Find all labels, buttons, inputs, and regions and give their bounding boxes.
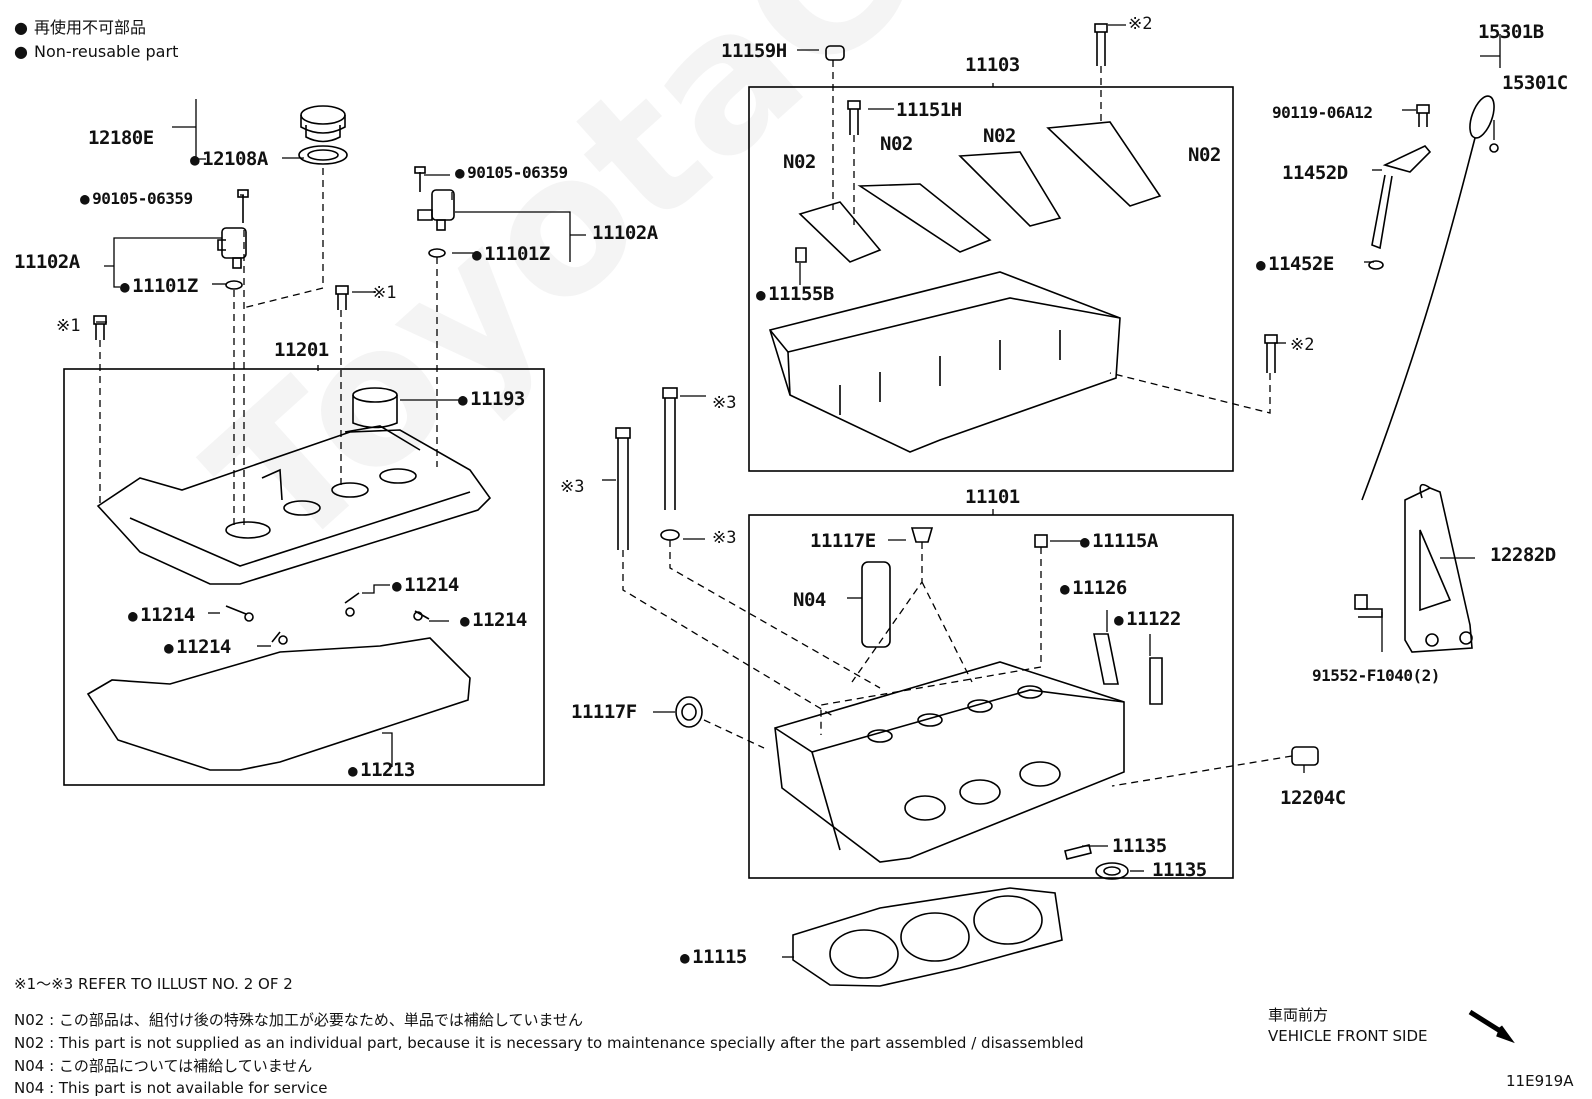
label-N04: N04 — [793, 589, 826, 611]
cylinder-head-cover-drawing — [96, 425, 492, 585]
plug-11159H — [825, 45, 845, 61]
note-n04-jp: N04 : この部品については補給していません — [14, 1057, 313, 1075]
cover-gasket-11213 — [86, 637, 471, 771]
label-11452D: 11452D — [1282, 162, 1348, 184]
oil-dipstick-drawing — [1361, 95, 1499, 501]
box-11101 — [748, 514, 1234, 879]
label-11135-b: 11135 — [1152, 859, 1207, 881]
label-11213: 11213 — [348, 760, 415, 781]
label-11214-b: 11214 — [392, 575, 459, 596]
label-11115A: 11115A — [1080, 531, 1158, 552]
label-15301C: 15301C — [1502, 72, 1568, 94]
label-11201: 11201 — [274, 339, 329, 361]
label-90105-left: 90105-06359 — [80, 189, 193, 209]
label-11159H: 11159H — [721, 40, 787, 62]
ref-1-left: ※1 — [56, 316, 81, 336]
label-11193: 11193 — [458, 389, 525, 410]
label-12282D: 12282D — [1490, 544, 1556, 566]
bracket-12282D — [1404, 483, 1473, 653]
pin-11155B — [795, 247, 807, 263]
ref-3-a: ※3 — [712, 393, 737, 413]
label-N02-b: N02 — [880, 133, 913, 155]
plug-11117E — [910, 527, 934, 543]
leader-lines — [96, 24, 1501, 958]
front-label-jp: 車両前方 — [1268, 1006, 1329, 1024]
label-11135-a: 11135 — [1112, 835, 1167, 857]
cam-position-sensor-right — [414, 166, 455, 258]
camshaft-housing-drawing — [768, 121, 1162, 453]
pin-11115A — [1034, 534, 1048, 548]
pin-11135 — [1064, 844, 1092, 860]
front-label-en: VEHICLE FRONT SIDE — [1268, 1027, 1428, 1045]
label-90105-right: 90105-06359 — [455, 163, 568, 183]
label-11103: 11103 — [965, 54, 1020, 76]
label-90119: 90119-06A12 — [1272, 103, 1373, 122]
label-11122: 11122 — [1114, 609, 1181, 630]
ref-2-top: ※2 — [1128, 14, 1153, 34]
plug-11193 — [352, 387, 398, 429]
label-11151H: 11151H — [896, 99, 962, 121]
label-11102A-left: 11102A — [14, 251, 80, 273]
bolt-drawings — [93, 23, 1430, 618]
label-11102A-right: 11102A — [592, 222, 658, 244]
label-11126: 11126 — [1060, 578, 1127, 599]
oil-filler-cap-drawing — [298, 105, 348, 165]
note-refer: ※1～※3 REFER TO ILLUST NO. 2 OF 2 — [14, 975, 293, 993]
label-12108A: 12108A — [190, 149, 268, 170]
legend-en: Non-reusable part — [14, 42, 178, 62]
label-12180E: 12180E — [88, 127, 154, 149]
label-11101Z-left: 11101Z — [120, 276, 198, 297]
front-arrow — [1468, 1009, 1515, 1044]
guides-11126-11122 — [1093, 633, 1163, 705]
ref-2-right: ※2 — [1290, 335, 1315, 355]
legend-jp: 再使用不可部品 — [14, 18, 146, 38]
label-11214-d: 11214 — [164, 637, 231, 658]
note-n04-en: N04 : This part is not available for ser… — [14, 1079, 328, 1097]
note-n02-en: N02 : This part is not supplied as an in… — [14, 1034, 1084, 1052]
label-N02-c: N02 — [983, 125, 1016, 147]
note-n02-jp: N02 : この部品は、組付け後の特殊な加工が必要なため、単品では補給していませ… — [14, 1011, 584, 1029]
assembly-lines — [99, 60, 1293, 787]
label-11117F: 11117F — [571, 701, 637, 723]
ref-3-b: ※3 — [560, 477, 585, 497]
ref-1-center: ※1 — [372, 283, 397, 303]
cylinder-head-drawing — [774, 661, 1125, 863]
illustration-id: 11E919A — [1506, 1072, 1574, 1090]
label-11101: 11101 — [965, 486, 1020, 508]
label-91552: 91552-F1040(2) — [1312, 666, 1440, 685]
label-N02-a: N02 — [783, 151, 816, 173]
cam-position-sensor-left — [217, 189, 249, 290]
rod-N04 — [861, 561, 891, 648]
plug-12204C — [1291, 746, 1319, 766]
label-11117E: 11117E — [810, 530, 876, 552]
seal-11117F — [675, 696, 703, 728]
ref-3-c: ※3 — [712, 528, 737, 548]
label-11214-c: 11214 — [460, 610, 527, 631]
label-N02-d: N02 — [1188, 144, 1221, 166]
gaskets-11214 — [225, 592, 430, 645]
seal-11135 — [1095, 862, 1129, 880]
head-gasket-11115 — [792, 887, 1063, 987]
label-11214-a: 11214 — [128, 605, 195, 626]
label-11452E: 11452E — [1256, 254, 1334, 275]
label-15301B: 15301B — [1478, 21, 1544, 43]
label-12204C: 12204C — [1280, 787, 1346, 809]
label-11115: 11115 — [680, 947, 747, 968]
label-11155B: 11155B — [756, 284, 834, 305]
box-11201 — [63, 368, 545, 786]
box-11103 — [748, 86, 1234, 472]
label-11101Z-right: 11101Z — [472, 244, 550, 265]
